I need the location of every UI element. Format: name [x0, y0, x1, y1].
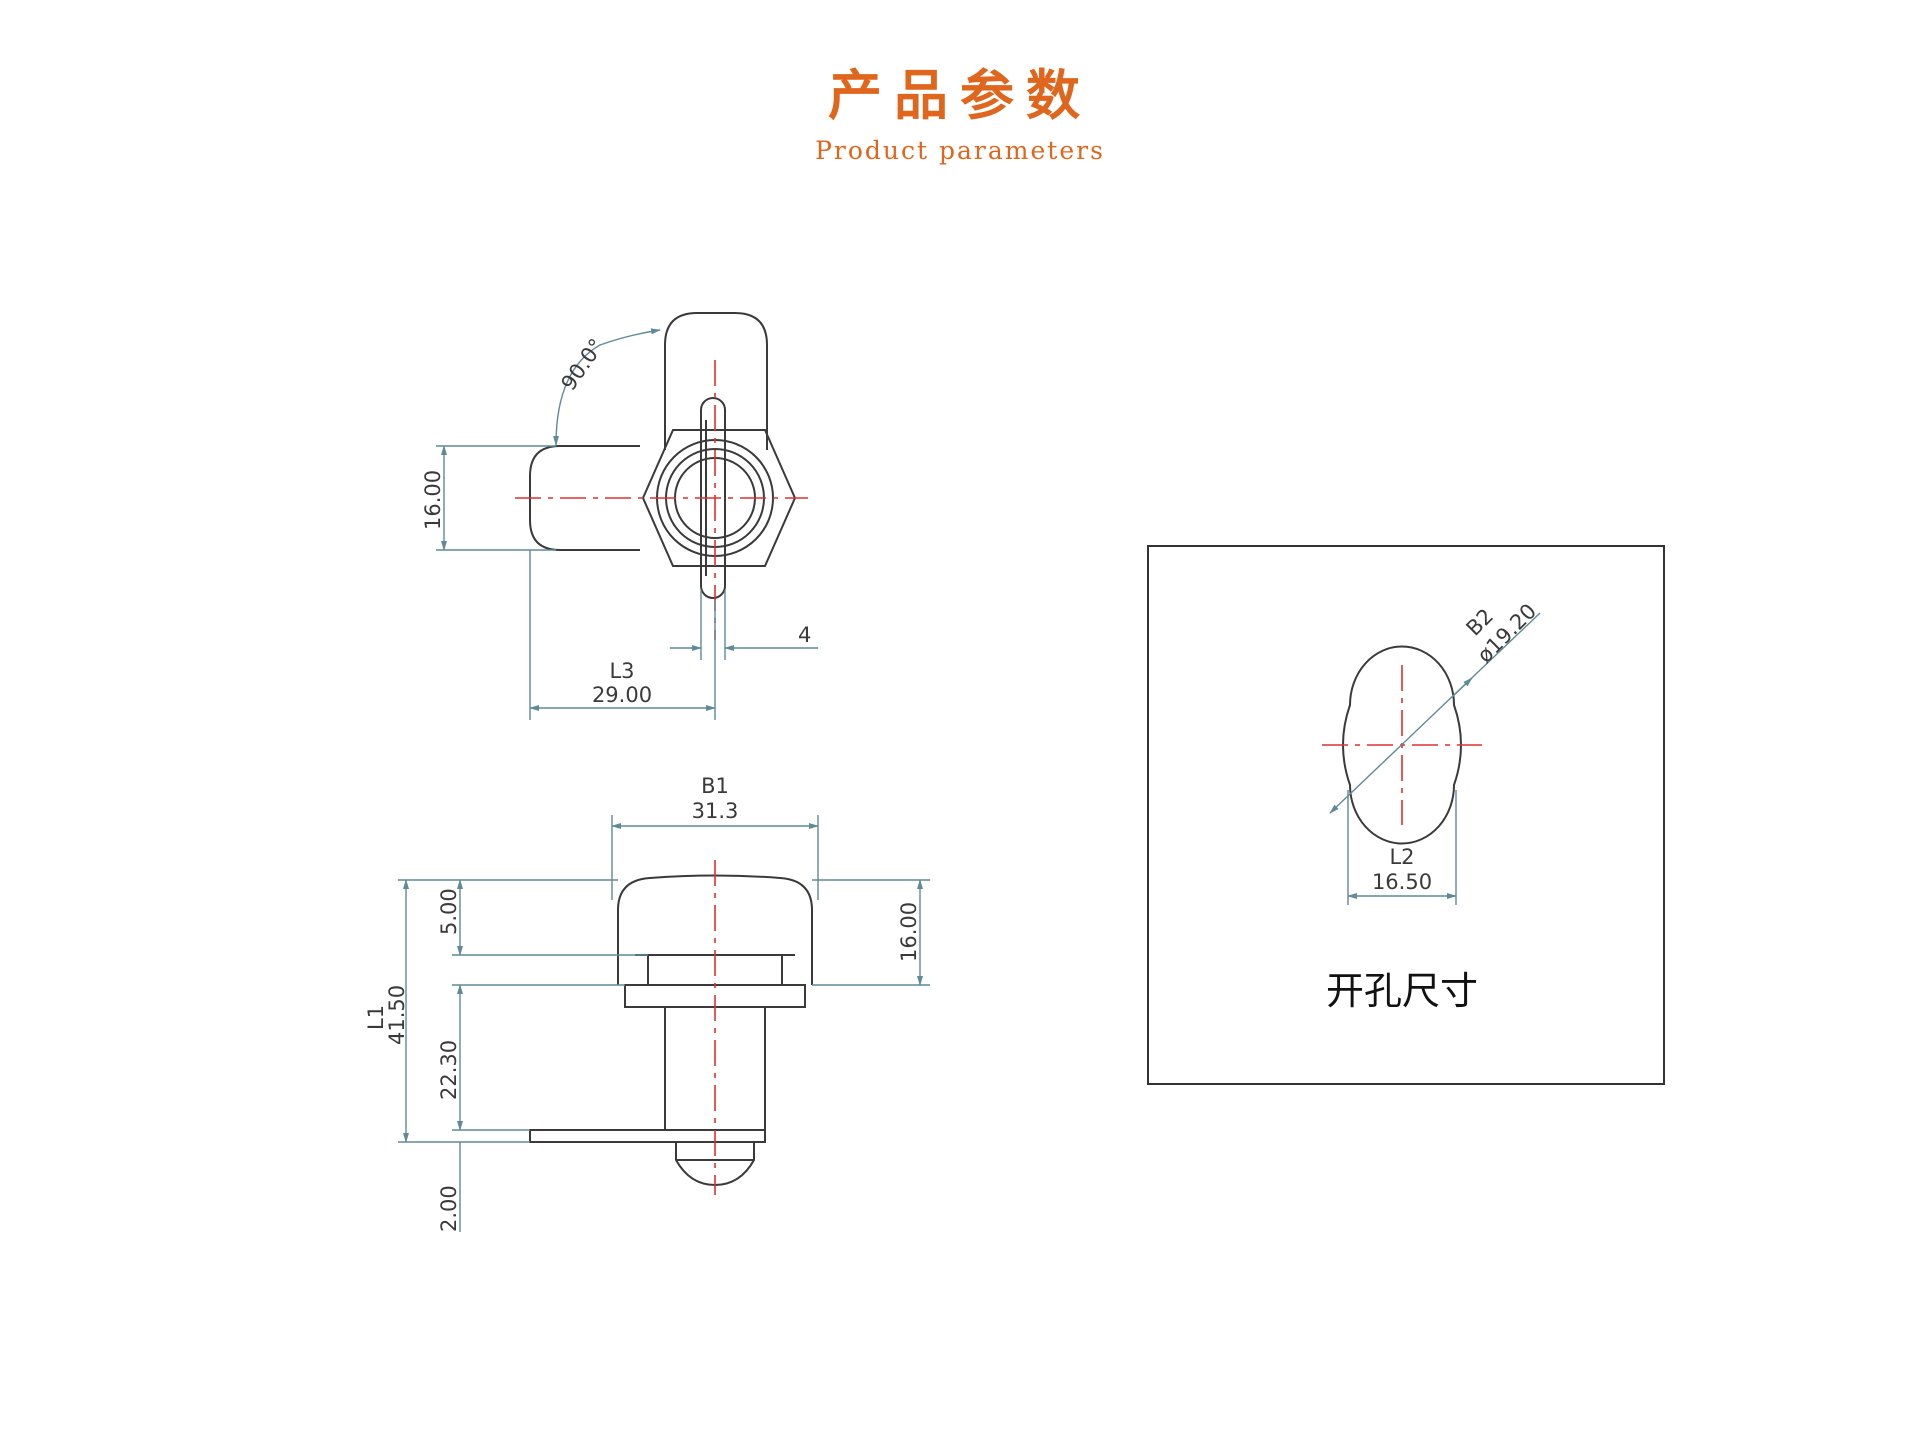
angle-dimension: 90.0°: [553, 328, 661, 446]
cutout-caption: 开孔尺寸: [1326, 969, 1478, 1013]
b2-dimension: B2 ø19.20: [1329, 599, 1541, 814]
l2-label: L2: [1389, 845, 1414, 869]
l1-value: 41.50: [385, 985, 409, 1045]
segment-dimensions: 5.00 22.30 2.00: [437, 879, 648, 1232]
l1-dimension: L1 41.50: [364, 879, 618, 1143]
l2-dimension: L2 16.50: [1347, 790, 1457, 905]
head-height-dimension: 16.00: [812, 879, 930, 986]
l3-value: 29.00: [592, 683, 652, 707]
l3-label: L3: [609, 659, 634, 683]
top-height-dimension: 16.00: [421, 445, 556, 551]
side-view: B1 31.3 16.00 L1 41.50 5.00 22.3: [364, 774, 930, 1232]
l3-dimension: L3 29.00: [529, 550, 716, 720]
page-title: 产品参数: [828, 63, 1092, 127]
l1-label: L1: [364, 1005, 388, 1030]
page-subtitle: Product parameters: [815, 136, 1105, 165]
angle-value: 90.0°: [556, 334, 609, 395]
side-view-outline: [529, 874, 813, 1187]
segment-mid-value: 22.30: [437, 1040, 461, 1100]
cutout-frame: [1147, 545, 1665, 1085]
top-view-outline: [529, 312, 797, 599]
segment-bottom-value: 2.00: [437, 1185, 461, 1232]
tab-width-dimension: 4: [670, 590, 818, 660]
b1-value: 31.3: [692, 799, 739, 823]
tab-width-value: 4: [798, 623, 811, 647]
page-header: 产品参数 Product parameters: [0, 60, 1920, 165]
cutout-panel: B2 ø19.20 L2 16.50 开孔尺寸: [1147, 545, 1665, 1085]
l2-value: 16.50: [1372, 870, 1432, 894]
top-view: 90.0° 16.00 4 L3 29.00: [421, 312, 818, 720]
segment-top-value: 5.00: [437, 888, 461, 935]
top-height-value: 16.00: [421, 470, 445, 530]
b1-label: B1: [701, 774, 729, 798]
b1-dimension: B1 31.3: [611, 774, 819, 900]
head-height-value: 16.00: [897, 902, 921, 962]
top-view-centerlines: [515, 360, 808, 640]
